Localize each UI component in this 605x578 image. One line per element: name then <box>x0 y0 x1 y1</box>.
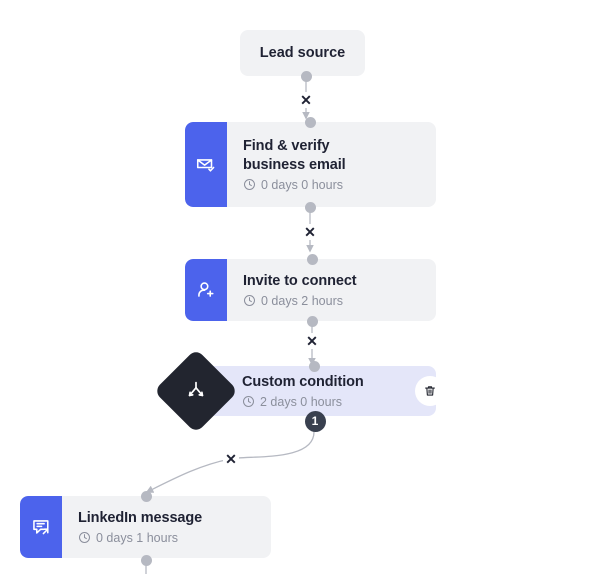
node-title-line2: business email <box>243 156 346 173</box>
node-title: LinkedIn message <box>78 509 203 526</box>
node-title-line1: Find & verify <box>243 137 330 154</box>
person-add-icon <box>198 282 214 297</box>
node-delay: 0 days 0 hours <box>243 177 436 193</box>
condition-branch-badge[interactable]: 1 <box>304 410 326 432</box>
port-in-invite-to-connect[interactable] <box>306 253 318 265</box>
clock-icon <box>244 295 255 306</box>
clock-icon <box>244 179 255 190</box>
node-body: Custom condition 2 days 0 hours <box>200 366 436 416</box>
port-in-custom-condition[interactable] <box>308 360 320 372</box>
node-custom-condition[interactable]: Custom condition 2 days 0 hours <box>153 348 436 434</box>
port-in-linkedin-message[interactable] <box>140 490 152 502</box>
node-body: LinkedIn message 0 days 1 hours <box>62 496 271 558</box>
node-title: Invite to connect <box>243 272 357 289</box>
edge-remove-lead-to-email[interactable]: ✕ <box>298 92 314 108</box>
condition-diamond-inner <box>184 379 208 403</box>
trash-icon <box>425 386 435 396</box>
node-delay-text: 2 days 0 hours <box>260 394 342 409</box>
delete-condition-button[interactable] <box>415 376 445 406</box>
node-invite-to-connect[interactable]: Invite to connect 0 days 2 hours <box>185 259 436 321</box>
node-delay-text: 0 days 1 hours <box>96 530 178 545</box>
edge-remove-email-to-invite[interactable]: ✕ <box>302 224 318 240</box>
edge-remove-invite-to-condition[interactable]: ✕ <box>304 333 320 349</box>
node-lead-source[interactable]: Lead source <box>240 30 365 76</box>
node-linkedin-message[interactable]: LinkedIn message 0 days 1 hours <box>20 496 271 558</box>
envelope-check-icon <box>196 158 215 172</box>
node-find-verify-email[interactable]: Find & verify business email 0 days 0 ho… <box>185 122 436 207</box>
node-delay-text: 0 days 0 hours <box>261 177 343 192</box>
node-icon-panel <box>185 259 227 321</box>
edge-remove-condition-to-linkedin[interactable]: ✕ <box>223 451 239 467</box>
node-delay: 0 days 1 hours <box>78 530 271 546</box>
node-body: Invite to connect 0 days 2 hours <box>227 259 436 321</box>
branch-split-icon <box>188 381 204 397</box>
port-out-linkedin-message[interactable] <box>140 554 152 566</box>
chat-send-icon <box>33 520 49 535</box>
port-out-find-verify-email[interactable] <box>304 201 316 213</box>
node-delay: 2 days 0 hours <box>242 394 436 410</box>
condition-diamond <box>153 348 239 434</box>
node-title: Lead source <box>259 45 346 61</box>
clock-icon <box>243 396 254 407</box>
node-delay: 0 days 2 hours <box>243 293 436 309</box>
port-out-lead-source[interactable] <box>300 70 312 82</box>
node-body: Find & verify business email 0 days 0 ho… <box>227 122 436 207</box>
node-icon-panel <box>185 122 227 207</box>
node-delay-text: 0 days 2 hours <box>261 293 343 308</box>
port-out-invite-to-connect[interactable] <box>306 315 318 327</box>
node-title: Custom condition <box>242 373 364 390</box>
node-icon-panel <box>20 496 62 558</box>
port-in-find-verify-email[interactable] <box>304 116 316 128</box>
clock-icon <box>79 532 90 543</box>
